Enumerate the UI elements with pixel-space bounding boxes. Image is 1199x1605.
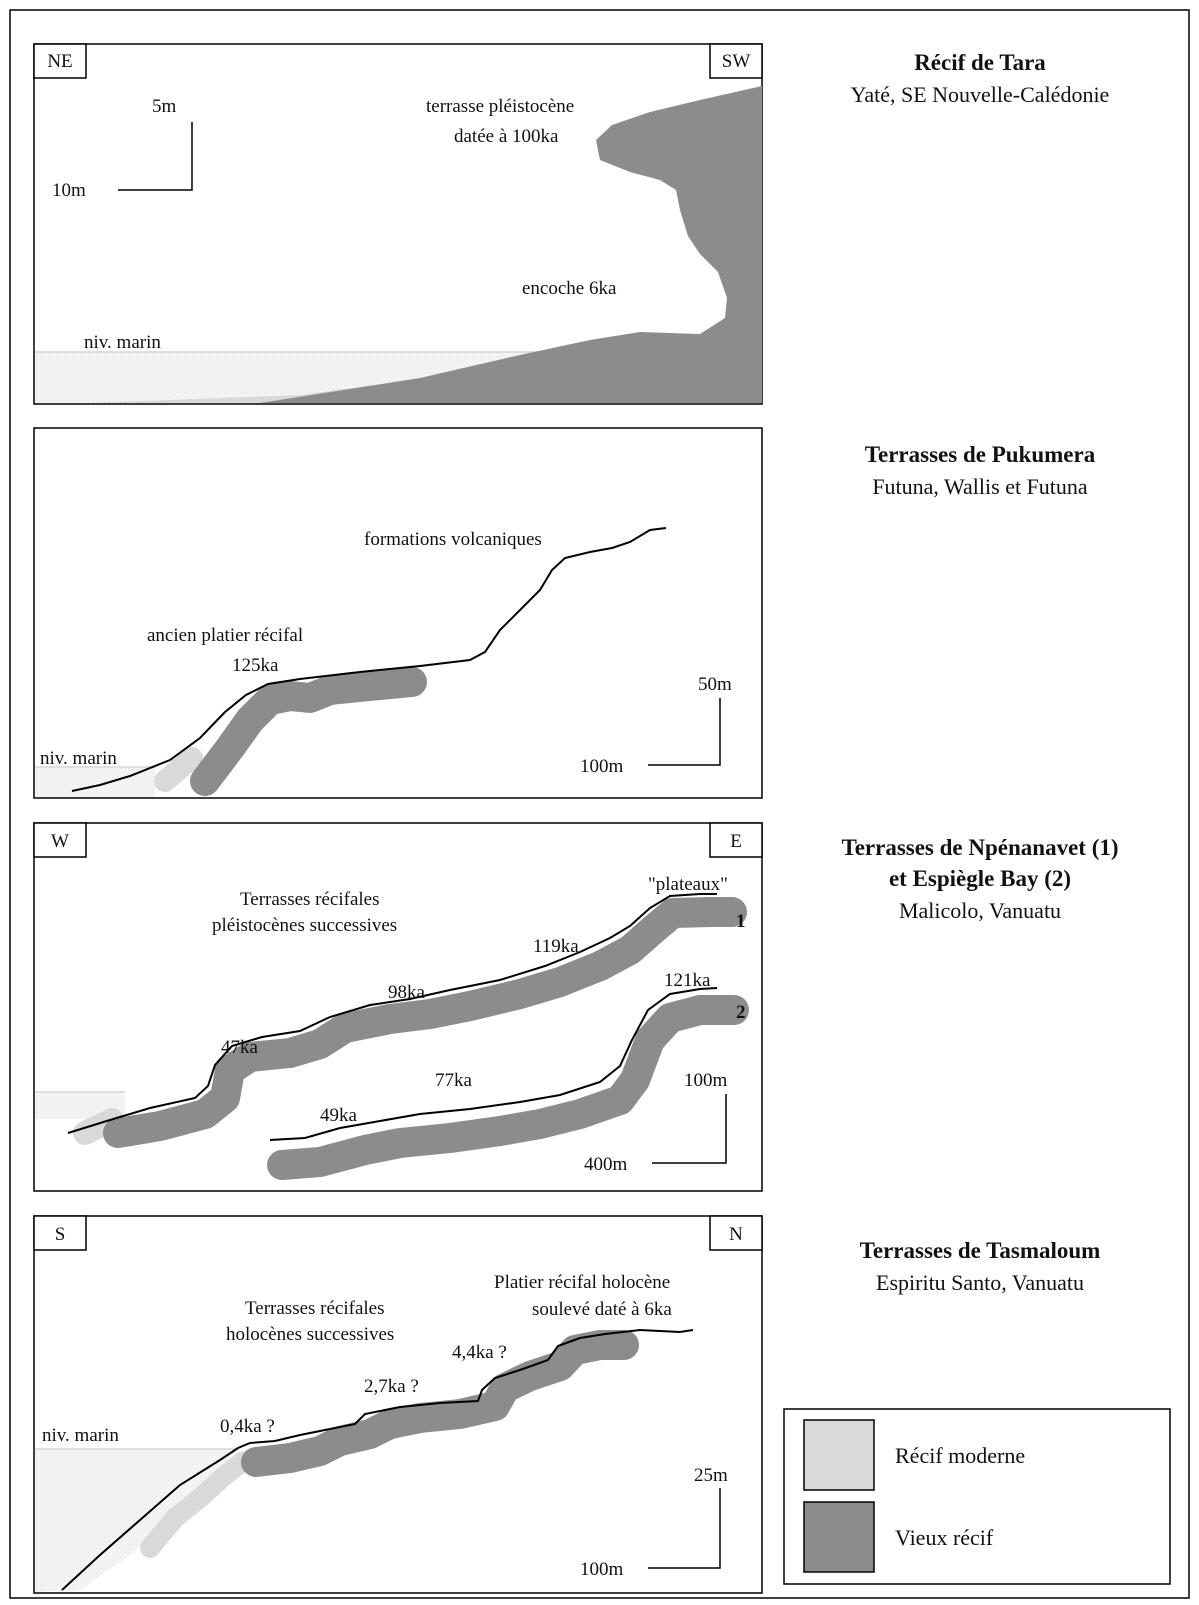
scale-v-label: 50m [698,674,732,695]
corner-label-ne: NE [47,51,72,72]
terraces-label-line2: pléistocènes successives [212,915,397,936]
terraces-label-line1: Terrasses récifales [240,889,380,910]
panel-subtitle: Futuna, Wallis et Futuna [872,474,1088,499]
age-label-2-7ka: 2,7ka ? [364,1376,419,1397]
panel-npenanavet: W E 100m 400m Terrasses récifales pléist… [34,823,762,1191]
panel-subtitle: Espiritu Santo, Vanuatu [876,1270,1084,1295]
corner-label-e: E [730,831,742,852]
notch-label: encoche 6ka [522,278,617,299]
corner-label-s: S [55,1224,66,1245]
panel-title: Terrasses de Tasmaloum [860,1238,1101,1263]
scale-v-label: 100m [684,1070,728,1091]
age-label-47ka: 47ka [221,1037,259,1058]
sea-area [35,767,155,797]
corner-label-n: N [729,1224,743,1245]
age-label-0-4ka: 0,4ka ? [220,1416,275,1437]
scale-v-label: 5m [152,96,177,117]
platform-label-line1: ancien platier récifal [147,625,303,646]
marker-2: 2 [736,1002,746,1023]
legend-label-old: Vieux récif [895,1525,994,1550]
panel-title-line1: Terrasses de Npénanavet (1) [841,835,1118,860]
corner-label-sw: SW [722,51,751,72]
age-label-49ka: 49ka [320,1105,358,1126]
panel-title: Terrasses de Pukumera [865,442,1096,467]
volcanic-label: formations volcaniques [364,529,542,550]
age-label-119ka: 119ka [533,936,579,957]
legend-swatch-old [804,1502,874,1572]
platform-label-line1: Platier récifal holocène [494,1272,670,1293]
scale-h-label: 100m [580,1559,624,1580]
terraces-label-line2: holocènes successives [226,1324,394,1345]
scale-h-label: 100m [580,756,624,777]
panel-subtitle: Yaté, SE Nouvelle-Calédonie [851,82,1110,107]
panel-tasmaloum: S N 25m 100m Terrasses récifales holocèn… [34,1216,762,1593]
panel-subtitle: Malicolo, Vanuatu [899,898,1061,923]
terraces-label-line1: Terrasses récifales [245,1298,385,1319]
panel-title: Récif de Tara [914,50,1046,75]
legend: Récif moderne Vieux récif [784,1409,1170,1584]
marker-1: 1 [736,911,746,932]
age-label-4-4ka: 4,4ka ? [452,1342,507,1363]
age-label-98ka: 98ka [388,982,426,1003]
panel-title-line2: et Espiègle Bay (2) [889,866,1071,891]
sea-level-label: niv. marin [40,748,117,769]
plateaux-label: "plateaux" [648,874,728,895]
scale-h-label: 10m [52,180,86,201]
age-label-77ka: 77ka [435,1070,473,1091]
panel-frame [34,428,762,798]
legend-swatch-modern [804,1420,874,1490]
panel-tara: NE SW 5m 10m terrasse pléistocène datée … [34,44,762,404]
terrace-label-line1: terrasse pléistocène [426,96,574,117]
scale-v-label: 25m [694,1465,728,1486]
legend-label-modern: Récif moderne [895,1443,1025,1468]
sea-level-label: niv. marin [84,332,161,353]
terrace-label-line2: datée à 100ka [454,126,559,147]
scale-h-label: 400m [584,1154,628,1175]
platform-label-line2: soulevé daté à 6ka [532,1299,672,1320]
age-label-121ka: 121ka [664,970,711,991]
sea-level-label: niv. marin [42,1425,119,1446]
panel-pukumera: 50m 100m formations volcaniques ancien p… [34,428,762,798]
corner-label-w: W [51,831,69,852]
platform-label-line2: 125ka [232,655,279,676]
